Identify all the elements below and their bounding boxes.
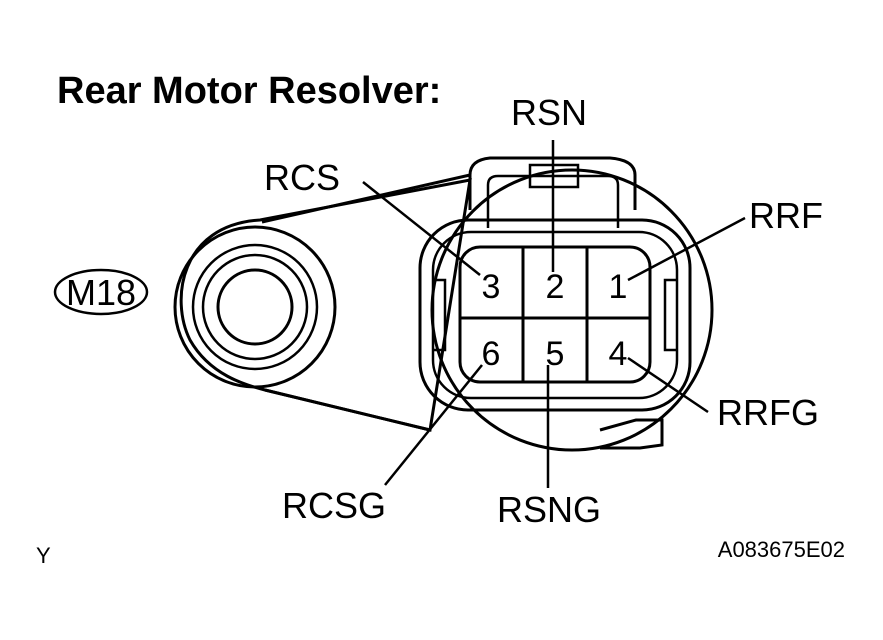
connector-code: M18: [66, 272, 136, 313]
figure-id: A083675E02: [718, 537, 845, 562]
leader-lines: [362, 140, 746, 488]
signal-label-rcs: RCS: [264, 157, 340, 198]
pin-number-3: 3: [482, 268, 501, 306]
leader-rrf: [627, 216, 746, 282]
signal-label-rrfg: RRFG: [717, 392, 819, 433]
pin-grid: [460, 247, 650, 382]
corner-label: Y: [36, 543, 51, 568]
connector-code-badge: M18: [53, 268, 149, 316]
leader-rrfg: [627, 356, 709, 414]
signal-label-rrf: RRF: [749, 195, 823, 236]
pin-number-2: 2: [546, 268, 565, 306]
signal-label-rsn: RSN: [511, 92, 587, 133]
diagram-title: Rear Motor Resolver:: [57, 70, 441, 112]
leader-rcs: [362, 181, 481, 276]
pin-number-4: 4: [609, 335, 628, 373]
pin-number-1: 1: [609, 268, 628, 306]
mounting-flange: [173, 178, 472, 432]
pin-number-5: 5: [546, 335, 565, 373]
signal-label-rcsg: RCSG: [282, 485, 386, 526]
leader-rcsg: [384, 364, 483, 486]
signal-label-rsng: RSNG: [497, 489, 601, 530]
pin-number-6: 6: [482, 335, 501, 373]
